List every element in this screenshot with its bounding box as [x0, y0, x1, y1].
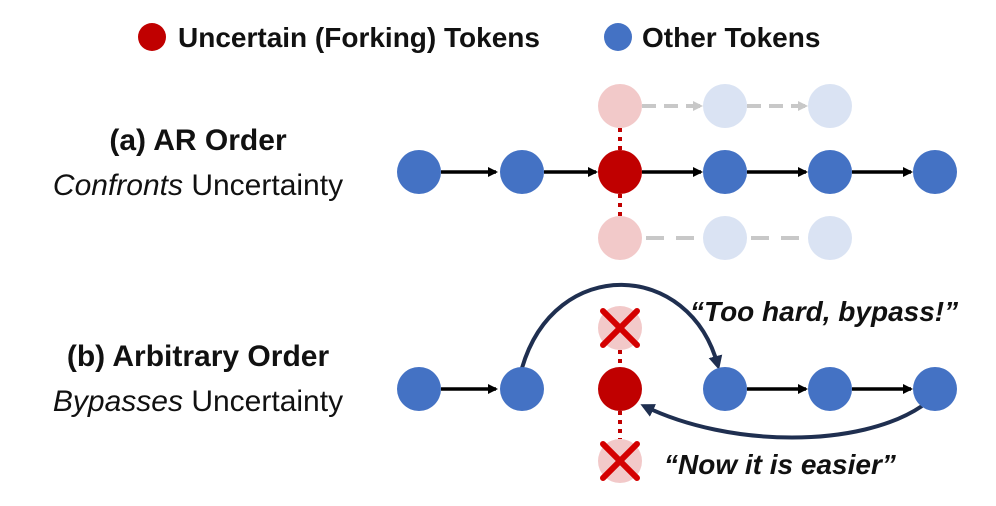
other-token [703, 367, 747, 411]
faded-other-token [808, 216, 852, 260]
other-token [913, 150, 957, 194]
faded-other-token [703, 84, 747, 128]
legend-uncertain-label: Uncertain (Forking) Tokens [178, 22, 540, 53]
other-token [397, 367, 441, 411]
legend-other-label: Other Tokens [642, 22, 820, 53]
panel-b-subtitle-emphasis: Bypasses [53, 385, 183, 418]
other-token [808, 367, 852, 411]
panel-b-title: (b) Arbitrary Order [67, 340, 330, 373]
other-token [500, 150, 544, 194]
panel-b-labels: (b) Arbitrary Order Bypasses Uncertainty [53, 340, 343, 418]
other-token [397, 150, 441, 194]
bypass-curve-arrow [520, 282, 723, 370]
crossed-option-bottom [598, 439, 642, 483]
panel-a-token-chain [397, 150, 957, 194]
other-token [808, 150, 852, 194]
uncertain-token [598, 367, 642, 411]
other-token [703, 150, 747, 194]
panel-b-subtitle: Bypasses Uncertainty [53, 385, 343, 418]
crossed-option-top [598, 306, 642, 350]
panel-a-subtitle-emphasis: Confronts [53, 169, 183, 202]
panel-b-subtitle-rest: Uncertainty [183, 385, 343, 418]
uncertain-token [598, 150, 642, 194]
panel-a-labels: (a) AR Order Confronts Uncertainty [53, 124, 343, 202]
legend-uncertain-dot [138, 23, 166, 51]
other-token [500, 367, 544, 411]
cross-icon [600, 308, 640, 348]
faded-other-token [808, 84, 852, 128]
other-token [913, 367, 957, 411]
panel-a-faded-bottom-branch [598, 216, 852, 260]
faded-uncertain-token [598, 216, 642, 260]
faded-other-token [703, 216, 747, 260]
faded-uncertain-token [598, 84, 642, 128]
legend-other-dot [604, 23, 632, 51]
quote-too-hard: “Too hard, bypass!” [690, 296, 958, 327]
panel-b-token-chain [397, 367, 957, 411]
panel-a-subtitle: Confronts Uncertainty [53, 169, 343, 202]
return-curve-arrow [640, 404, 924, 440]
panel-a-faded-top-branch [598, 84, 852, 128]
cross-icon [600, 441, 640, 481]
legend: Uncertain (Forking) Tokens Other Tokens [138, 22, 820, 53]
quote-now-easier: “Now it is easier” [664, 449, 896, 480]
panel-a-subtitle-rest: Uncertainty [183, 169, 343, 202]
panel-a-title: (a) AR Order [109, 124, 287, 157]
